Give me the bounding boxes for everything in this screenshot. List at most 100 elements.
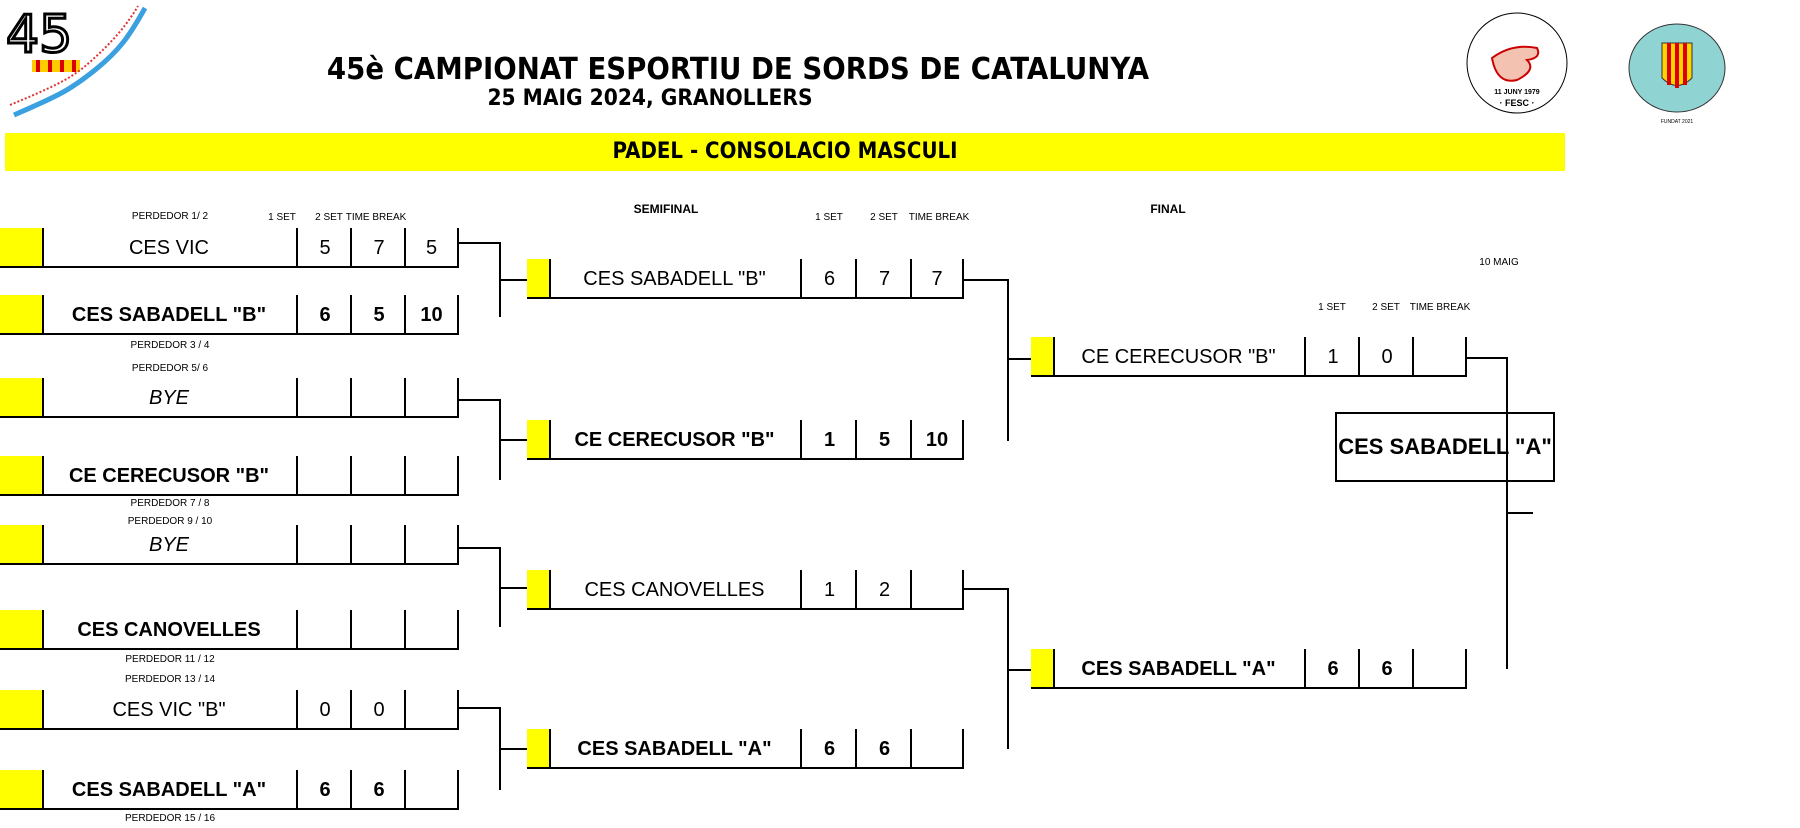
page-subtitle: 25 MAIG 2024, GRANOLLERS [487, 86, 813, 111]
highlight-box [527, 729, 551, 767]
set1-score: 5 [296, 228, 352, 266]
set2-score [350, 456, 406, 494]
set2-score: 2 [855, 570, 912, 608]
highlight-box [527, 570, 551, 608]
set2-score: 6 [1358, 649, 1414, 687]
team-name: CE CERECUSOR "B" [68, 465, 270, 487]
set1-score: 1 [800, 420, 857, 458]
tiebreak-score: 10 [404, 295, 459, 333]
perdedor-label: PERDEDOR 7 / 8 [130, 498, 210, 509]
svg-text:· FESC ·: · FESC · [1500, 98, 1535, 108]
final-heading: FINAL [1150, 202, 1186, 216]
team-name: CES SABADELL "A" [577, 738, 772, 760]
team-name: CES CANOVELLES [584, 579, 765, 601]
set1-score: 0 [296, 690, 352, 728]
highlight-box [527, 420, 551, 458]
highlight-box [0, 690, 44, 728]
tiebreak-score [910, 729, 964, 767]
set1-score: 6 [800, 259, 857, 297]
page-title: 45è CAMPIONAT ESPORTIU DE SORDS DE CATAL… [326, 52, 1150, 87]
set2-score: 5 [855, 420, 912, 458]
highlight-box [0, 456, 44, 494]
round1-tiebreak-header: TIME BREAK [345, 212, 407, 223]
final-tiebreak-header: TIME BREAK [1409, 302, 1471, 313]
set2-score [350, 378, 406, 416]
team-name: CES VIC "B" [112, 699, 226, 721]
highlight-box [1031, 337, 1055, 375]
semifinal-heading: SEMIFINAL [633, 202, 699, 216]
campionat-logo: 11 JUNY 1979 · FESC · [1462, 8, 1572, 118]
set2-score: 5 [350, 295, 406, 333]
semifinal-set1-header: 1 SET [815, 212, 843, 223]
highlight-box [0, 770, 44, 808]
svg-text:45: 45 [6, 5, 72, 65]
perdedor-label: PERDEDOR 11 / 12 [125, 654, 215, 665]
highlight-box [0, 610, 44, 648]
set2-score: 7 [350, 228, 406, 266]
team-name: CES VIC [128, 237, 210, 259]
tiebreak-score: 5 [404, 228, 459, 266]
team-name: CES SABADELL "A" [71, 779, 267, 801]
set1-score [296, 525, 352, 563]
set1-score: 6 [296, 770, 352, 808]
set2-score: 7 [855, 259, 912, 297]
final-set1-header: 1 SET [1318, 302, 1346, 313]
round1-match-row: BYE [0, 525, 459, 565]
club-granollers-logo: FUNDAT 2021 [1622, 8, 1732, 128]
tiebreak-score [1412, 649, 1467, 687]
category-banner: PADEL - CONSOLACIO MASCULI [5, 133, 1565, 171]
svg-text:11 JUNY 1979: 11 JUNY 1979 [1494, 89, 1540, 96]
perdedor-label: PERDEDOR 1/ 2 [131, 211, 209, 222]
highlight-box [527, 259, 551, 297]
final-date: 10 MAIG [1479, 257, 1519, 268]
round1-match-row: BYE [0, 378, 459, 418]
semifinal-tiebreak-header: TIME BREAK [908, 212, 970, 223]
set1-score [296, 378, 352, 416]
tiebreak-score [404, 378, 459, 416]
set1-score: 1 [1304, 337, 1360, 375]
tiebreak-score: 10 [910, 420, 964, 458]
category-title: PADEL - CONSOLACIO MASCULI [612, 139, 958, 164]
set2-score [350, 525, 406, 563]
semifinal-set2-header: 2 SET [870, 212, 898, 223]
team-name: CES SABADELL "B" [583, 268, 766, 290]
perdedor-label: PERDEDOR 9 / 10 [127, 516, 213, 527]
set2-score: 0 [1358, 337, 1414, 375]
highlight-box [0, 525, 44, 563]
tiebreak-score [910, 570, 964, 608]
set2-score [350, 610, 406, 648]
svg-text:FUNDAT 2021: FUNDAT 2021 [1661, 119, 1694, 125]
set2-score: 6 [855, 729, 912, 767]
perdedor-label: PERDEDOR 5/ 6 [131, 363, 209, 374]
highlight-box [0, 378, 44, 416]
round1-set1-header: 1 SET [268, 212, 296, 223]
set1-score: 6 [296, 295, 352, 333]
set1-score: 6 [800, 729, 857, 767]
team-name: BYE [148, 387, 190, 409]
tiebreak-score [404, 690, 459, 728]
team-name: CE CERECUSOR "B" [1081, 346, 1276, 368]
set1-score [296, 610, 352, 648]
set2-score: 6 [350, 770, 406, 808]
perdedor-label: PERDEDOR 13 / 14 [124, 674, 216, 685]
final-set2-header: 2 SET [1372, 302, 1400, 313]
tiebreak-score [404, 525, 459, 563]
set2-score: 0 [350, 690, 406, 728]
round1-match-row: CES CANOVELLES [0, 610, 459, 650]
highlight-box [0, 295, 44, 333]
team-name: BYE [148, 534, 190, 556]
set1-score [296, 456, 352, 494]
set1-score: 6 [1304, 649, 1360, 687]
team-name: CES SABADELL "B" [71, 304, 267, 326]
perdedor-label: PERDEDOR 3 / 4 [130, 340, 210, 351]
